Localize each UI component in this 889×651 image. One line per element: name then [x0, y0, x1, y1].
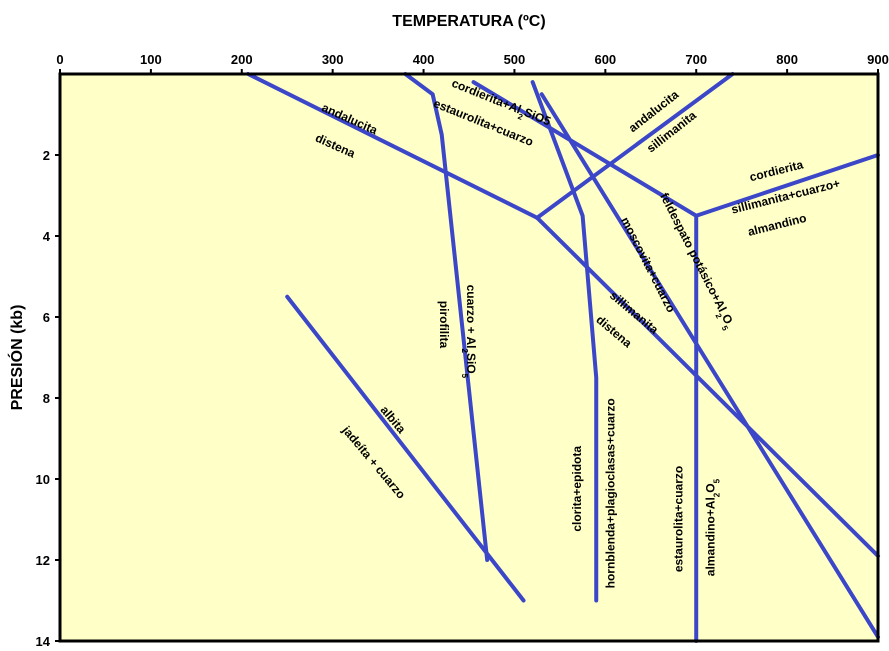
- x-axis-title: TEMPERATURA (ºC): [392, 13, 545, 30]
- reaction-line: [530, 80, 599, 603]
- reaction-line: [285, 294, 526, 603]
- y-tick-label: 10: [36, 472, 50, 487]
- x-tick-label: 900: [867, 52, 889, 67]
- reaction-line: [535, 215, 880, 558]
- reaction-line: [539, 92, 880, 639]
- x-tick-label: 600: [594, 52, 616, 67]
- reaction-label: hornblenda+plagioclasas+cuarzo: [603, 398, 617, 588]
- y-axis-ticks: 2 4 6 8 10 12 14: [36, 148, 60, 649]
- y-axis-title: PRESIÓN (kb): [7, 305, 26, 411]
- x-tick-label: 100: [140, 52, 162, 67]
- x-tick-label: 0: [56, 52, 63, 67]
- plot-frame: [58, 72, 880, 643]
- y-tick-label: 4: [43, 229, 51, 244]
- y-tick-label: 12: [36, 553, 50, 568]
- reaction-line: [694, 153, 880, 218]
- reaction-label: estaurolita+cuarzo: [672, 466, 686, 572]
- reaction-label: almandino+Al2O5: [703, 478, 721, 576]
- x-tick-label: 200: [231, 52, 253, 67]
- reaction-label: clorita+epidota: [570, 446, 584, 532]
- reaction-label: cuarzo + Al2SiO5: [461, 285, 479, 379]
- x-tick-label: 800: [776, 52, 798, 67]
- reaction-line: [535, 72, 735, 220]
- reaction-line: [471, 80, 699, 218]
- reaction-line: [403, 72, 490, 562]
- x-tick-label: 300: [322, 52, 344, 67]
- y-tick-label: 6: [43, 310, 50, 325]
- plot-area: [60, 74, 878, 641]
- y-tick-label: 2: [43, 148, 50, 163]
- reaction-lines: [246, 72, 880, 643]
- reaction-line: [246, 72, 540, 220]
- x-tick-label: 500: [504, 52, 526, 67]
- x-tick-label: 400: [413, 52, 435, 67]
- reaction-label: pirofilita: [437, 301, 451, 349]
- x-axis-ticks: 0 100 200 300 400 500 600 700 800 900: [56, 52, 889, 74]
- y-tick-label: 14: [36, 634, 51, 649]
- y-tick-label: 8: [43, 391, 50, 406]
- x-tick-label: 700: [685, 52, 707, 67]
